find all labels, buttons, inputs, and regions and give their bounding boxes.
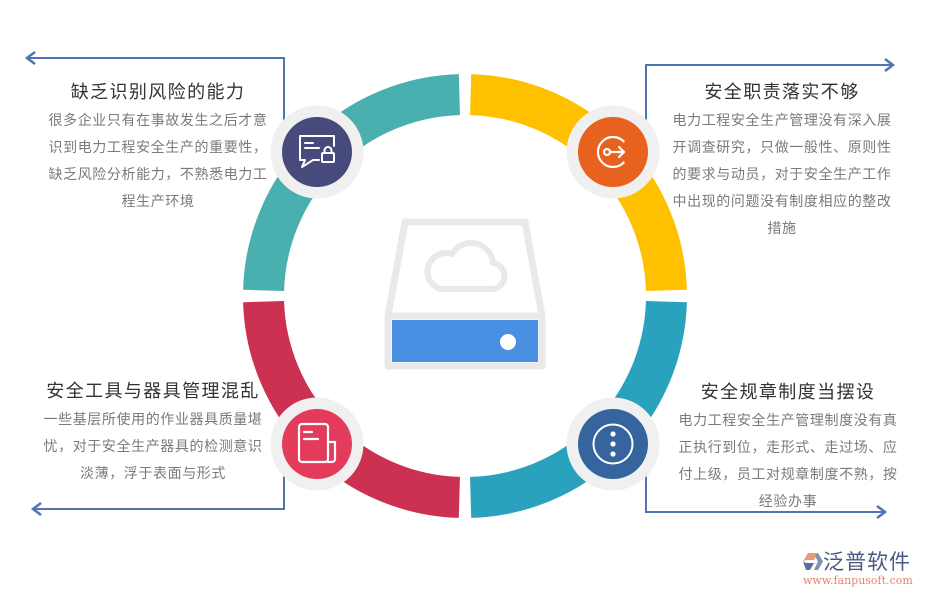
chat-lock-icon bbox=[299, 135, 335, 168]
item-title: 安全工具与器具管理混乱 bbox=[46, 381, 260, 402]
item-title: 缺乏识别风险的能力 bbox=[70, 82, 246, 103]
description-line: 电力工程安全生产管理没有深入展 bbox=[672, 113, 892, 129]
badge-top-left bbox=[270, 105, 364, 199]
description-line: 经验办事 bbox=[758, 494, 818, 510]
description-line: 淡薄，浮于表面与形式 bbox=[80, 466, 226, 482]
item-title: 安全规章制度当摆设 bbox=[700, 382, 876, 403]
connector-top-left bbox=[24, 51, 285, 140]
document-icon bbox=[297, 422, 337, 464]
connector-top-right bbox=[645, 58, 896, 140]
description-line: 识到电力工程安全生产的重要性， bbox=[48, 140, 268, 156]
description-line: 缺乏风险分析能力，不熟悉电力工 bbox=[48, 167, 268, 183]
description-line: 正执行到位，走形式、走过场、应 bbox=[678, 440, 898, 456]
item-title: 安全职责落实不够 bbox=[704, 82, 860, 103]
description-line: 忧，对于安全生产器具的检测意识 bbox=[43, 439, 263, 455]
connector-bottom-right bbox=[645, 460, 888, 519]
description-line: 付上级，员工对规章制度不熟，按 bbox=[678, 467, 898, 483]
badge-bottom-right bbox=[566, 397, 660, 491]
item-top-right: 安全职责落实不够 电力工程安全生产管理没有深入展 开调查研究，只做一般性、原则性… bbox=[668, 80, 896, 243]
description-line: 电力工程安全生产管理制度没有真 bbox=[678, 413, 898, 429]
drive-indicator-dot bbox=[500, 334, 516, 350]
brand-mark-icon bbox=[803, 553, 823, 570]
description-line: 中出现的问题没有制度相应的整改 bbox=[672, 194, 892, 210]
arrow-left-icon bbox=[24, 51, 36, 65]
brand-logo: 泛普软件 www.fanpusoft.com bbox=[801, 550, 926, 594]
cloud-icon bbox=[424, 239, 508, 293]
brand-url: www.fanpusoft.com bbox=[803, 574, 913, 587]
item-description: 电力工程安全生产管理制度没有真 正执行到位，走形式、走过场、应 付上级，员工对规… bbox=[674, 408, 902, 516]
badge-bottom-left bbox=[270, 397, 364, 491]
description-line: 一些基层所使用的作业器具质量堪 bbox=[43, 412, 263, 428]
arrow-right-icon bbox=[884, 58, 896, 72]
exit-arrow-icon bbox=[596, 135, 626, 169]
item-description: 一些基层所使用的作业器具质量堪 忧，对于安全生产器具的检测意识 淡薄，浮于表面与… bbox=[38, 407, 268, 488]
item-top-left: 缺乏识别风险的能力 很多企业只有在事故发生之后才意 识到电力工程安全生产的重要性… bbox=[40, 80, 276, 216]
description-line: 开调查研究，只做一般性、原则性 bbox=[672, 140, 892, 156]
brand-name: 泛普软件 bbox=[823, 550, 911, 574]
description-line: 的要求与动员，对于安全生产工作 bbox=[672, 167, 892, 183]
item-description: 很多企业只有在事故发生之后才意 识到电力工程安全生产的重要性， 缺乏风险分析能力… bbox=[40, 108, 276, 216]
cloud-storage-drive-icon bbox=[384, 218, 546, 370]
item-bottom-left: 安全工具与器具管理混乱 一些基层所使用的作业器具质量堪 忧，对于安全生产器具的检… bbox=[38, 379, 268, 488]
item-bottom-right: 安全规章制度当摆设 电力工程安全生产管理制度没有真 正执行到位，走形式、走过场、… bbox=[674, 380, 902, 516]
description-line: 很多企业只有在事故发生之后才意 bbox=[48, 113, 268, 129]
arrow-left-icon bbox=[30, 502, 42, 516]
description-line: 措施 bbox=[767, 221, 797, 237]
description-line: 程生产环境 bbox=[121, 194, 195, 210]
badge-top-right bbox=[566, 105, 660, 199]
arrow-right-icon bbox=[876, 505, 888, 519]
item-description: 电力工程安全生产管理没有深入展 开调查研究，只做一般性、原则性 的要求与动员，对… bbox=[668, 108, 896, 243]
more-options-icon bbox=[592, 423, 634, 465]
